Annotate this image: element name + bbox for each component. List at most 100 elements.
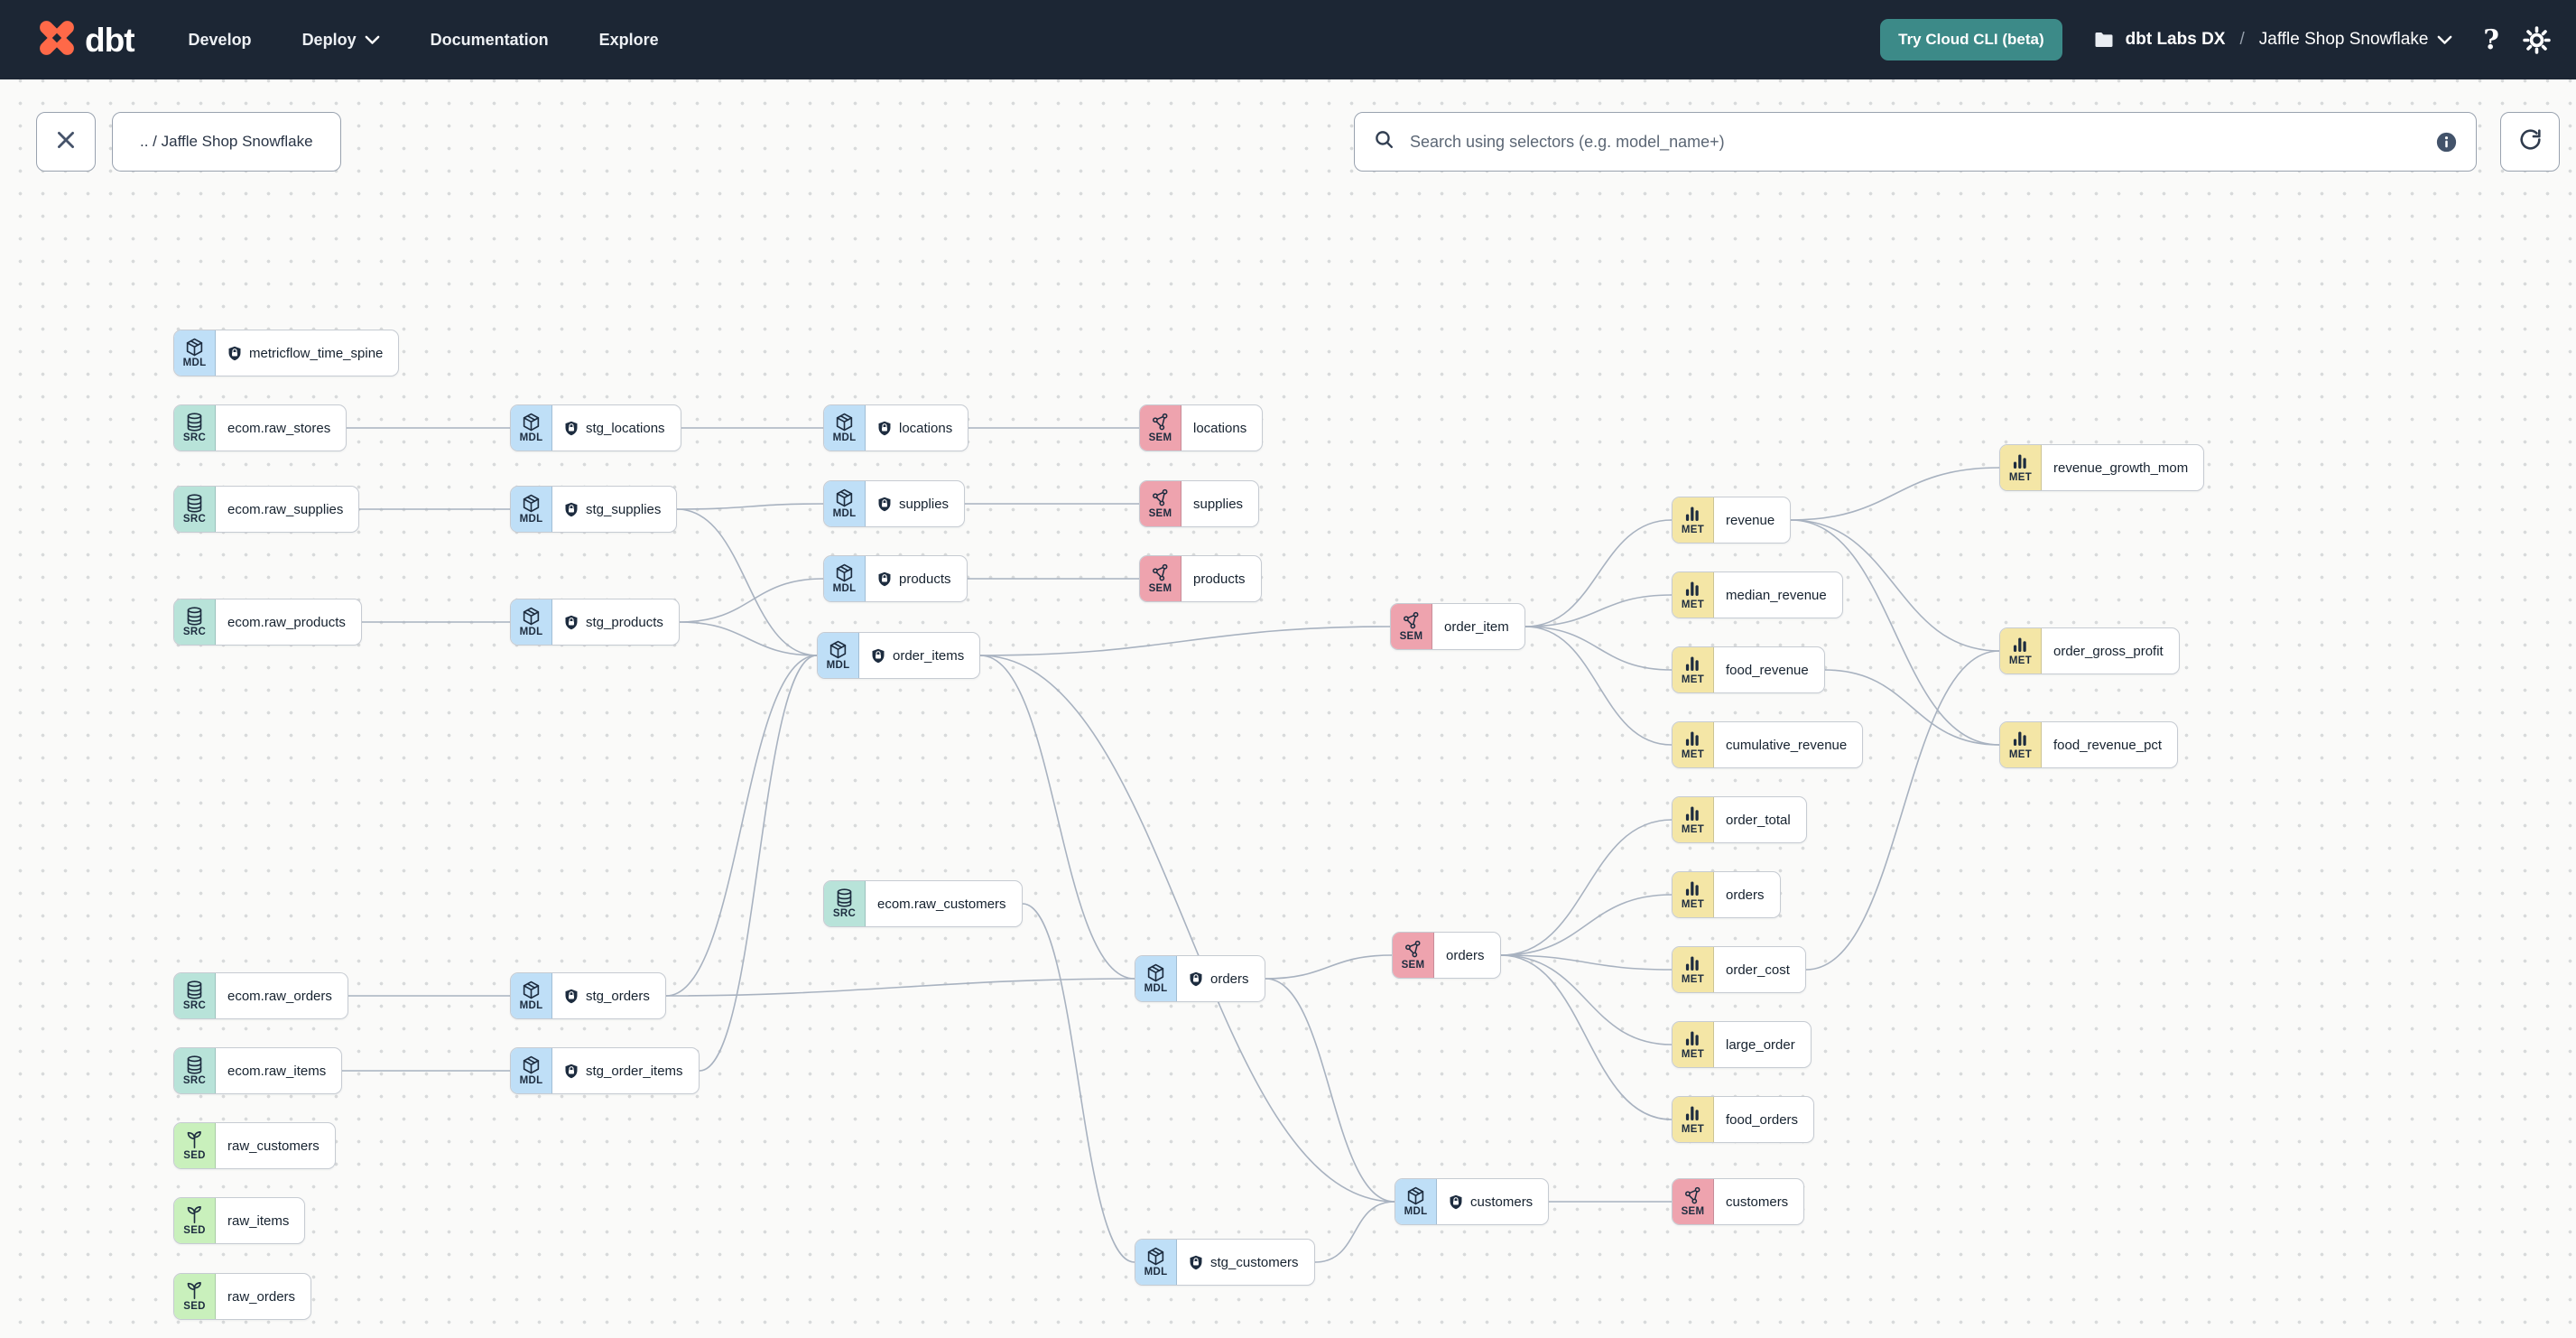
- node-type-badge: MET: [1673, 647, 1714, 692]
- node-type-label: SEM: [1148, 583, 1172, 595]
- lineage-edge-mdl_orders-to-sem_orders: [1265, 954, 1393, 980]
- help-button[interactable]: ?: [2483, 24, 2499, 56]
- gear-icon: [2523, 25, 2551, 54]
- node-label: stg_locations: [552, 405, 681, 451]
- nav-item-documentation[interactable]: Documentation: [431, 31, 549, 50]
- node-name-text: stg_customers: [1210, 1254, 1299, 1270]
- dbt-logo[interactable]: dbt: [38, 19, 135, 61]
- lineage-node-met_food_orders[interactable]: MET food_orders: [1672, 1096, 1815, 1143]
- info-icon[interactable]: [2435, 131, 2458, 153]
- search-input[interactable]: [1408, 131, 2423, 153]
- node-type-badge: SRC: [174, 1048, 216, 1093]
- lineage-node-sem_products[interactable]: SEM products: [1139, 555, 1262, 602]
- settings-button[interactable]: [2523, 25, 2551, 54]
- lineage-edge-sem_orders-to-met_orders: [1500, 894, 1673, 956]
- node-type-label: SRC: [182, 1000, 207, 1012]
- node-label: customers: [1437, 1179, 1548, 1224]
- project-name[interactable]: Jaffle Shop Snowflake: [2259, 30, 2453, 50]
- search-bar[interactable]: [1354, 112, 2477, 172]
- node-label: ecom.raw_customers: [866, 881, 1022, 926]
- node-label: supplies: [866, 481, 964, 526]
- nav-item-deploy[interactable]: Deploy: [302, 31, 380, 50]
- node-type-label: SED: [183, 1150, 206, 1162]
- bar-chart-icon: [1682, 1028, 1703, 1049]
- close-lineage-button[interactable]: [36, 112, 96, 172]
- bar-chart-icon: [1682, 654, 1703, 674]
- breadcrumb-separator: /: [2239, 30, 2245, 49]
- node-type-label: MDL: [1404, 1206, 1428, 1218]
- top-navbar: dbt Develop Deploy Documentation Explore Tr…: [0, 0, 2576, 79]
- lineage-edge-stg_supplies-to-mdl_supplies: [676, 503, 824, 510]
- nav-item-explore[interactable]: Explore: [599, 31, 659, 50]
- node-type-badge: MDL: [511, 487, 552, 532]
- node-type-label: SEM: [1148, 432, 1172, 444]
- node-type-label: MET: [1681, 1124, 1705, 1136]
- nav-item-develop[interactable]: Develop: [189, 31, 252, 50]
- node-type-badge: MDL: [818, 633, 859, 678]
- lineage-node-src_orders[interactable]: SRC ecom.raw_orders: [173, 972, 348, 1019]
- node-type-label: MDL: [182, 358, 207, 369]
- cube-icon: [521, 1055, 542, 1075]
- node-type-label: MDL: [519, 627, 543, 638]
- bar-chart-icon: [1682, 579, 1703, 599]
- cube-icon: [1145, 1246, 1166, 1267]
- node-type-badge: MDL: [511, 599, 552, 645]
- node-label: products: [1181, 556, 1261, 601]
- node-name-text: median_revenue: [1726, 587, 1827, 603]
- node-name-text: locations: [899, 420, 953, 436]
- lineage-node-mdl_customers[interactable]: MDL customers: [1395, 1178, 1550, 1225]
- node-type-label: MET: [1681, 599, 1705, 611]
- node-type-label: MDL: [826, 660, 850, 672]
- try-cloud-cli-button[interactable]: Try Cloud CLI (beta): [1880, 19, 2062, 60]
- node-label: order_item: [1432, 604, 1524, 649]
- cube-icon: [184, 337, 205, 358]
- node-label: products: [866, 556, 967, 601]
- node-label: locations: [1181, 405, 1262, 451]
- node-label: food_orders: [1714, 1097, 1813, 1142]
- node-label: food_revenue: [1714, 647, 1824, 692]
- cube-icon: [1145, 962, 1166, 983]
- refresh-button[interactable]: [2500, 112, 2560, 172]
- lineage-node-sem_locations[interactable]: SEM locations: [1139, 404, 1264, 451]
- lineage-node-met_median_revenue[interactable]: MET median_revenue: [1672, 571, 1843, 618]
- node-label: ecom.raw_stores: [216, 405, 346, 451]
- dbt-flame-icon: [38, 19, 76, 61]
- project-switcher[interactable]: dbt Labs DX / Jaffle Shop Snowflake: [2093, 29, 2453, 51]
- node-label: ecom.raw_orders: [216, 973, 347, 1018]
